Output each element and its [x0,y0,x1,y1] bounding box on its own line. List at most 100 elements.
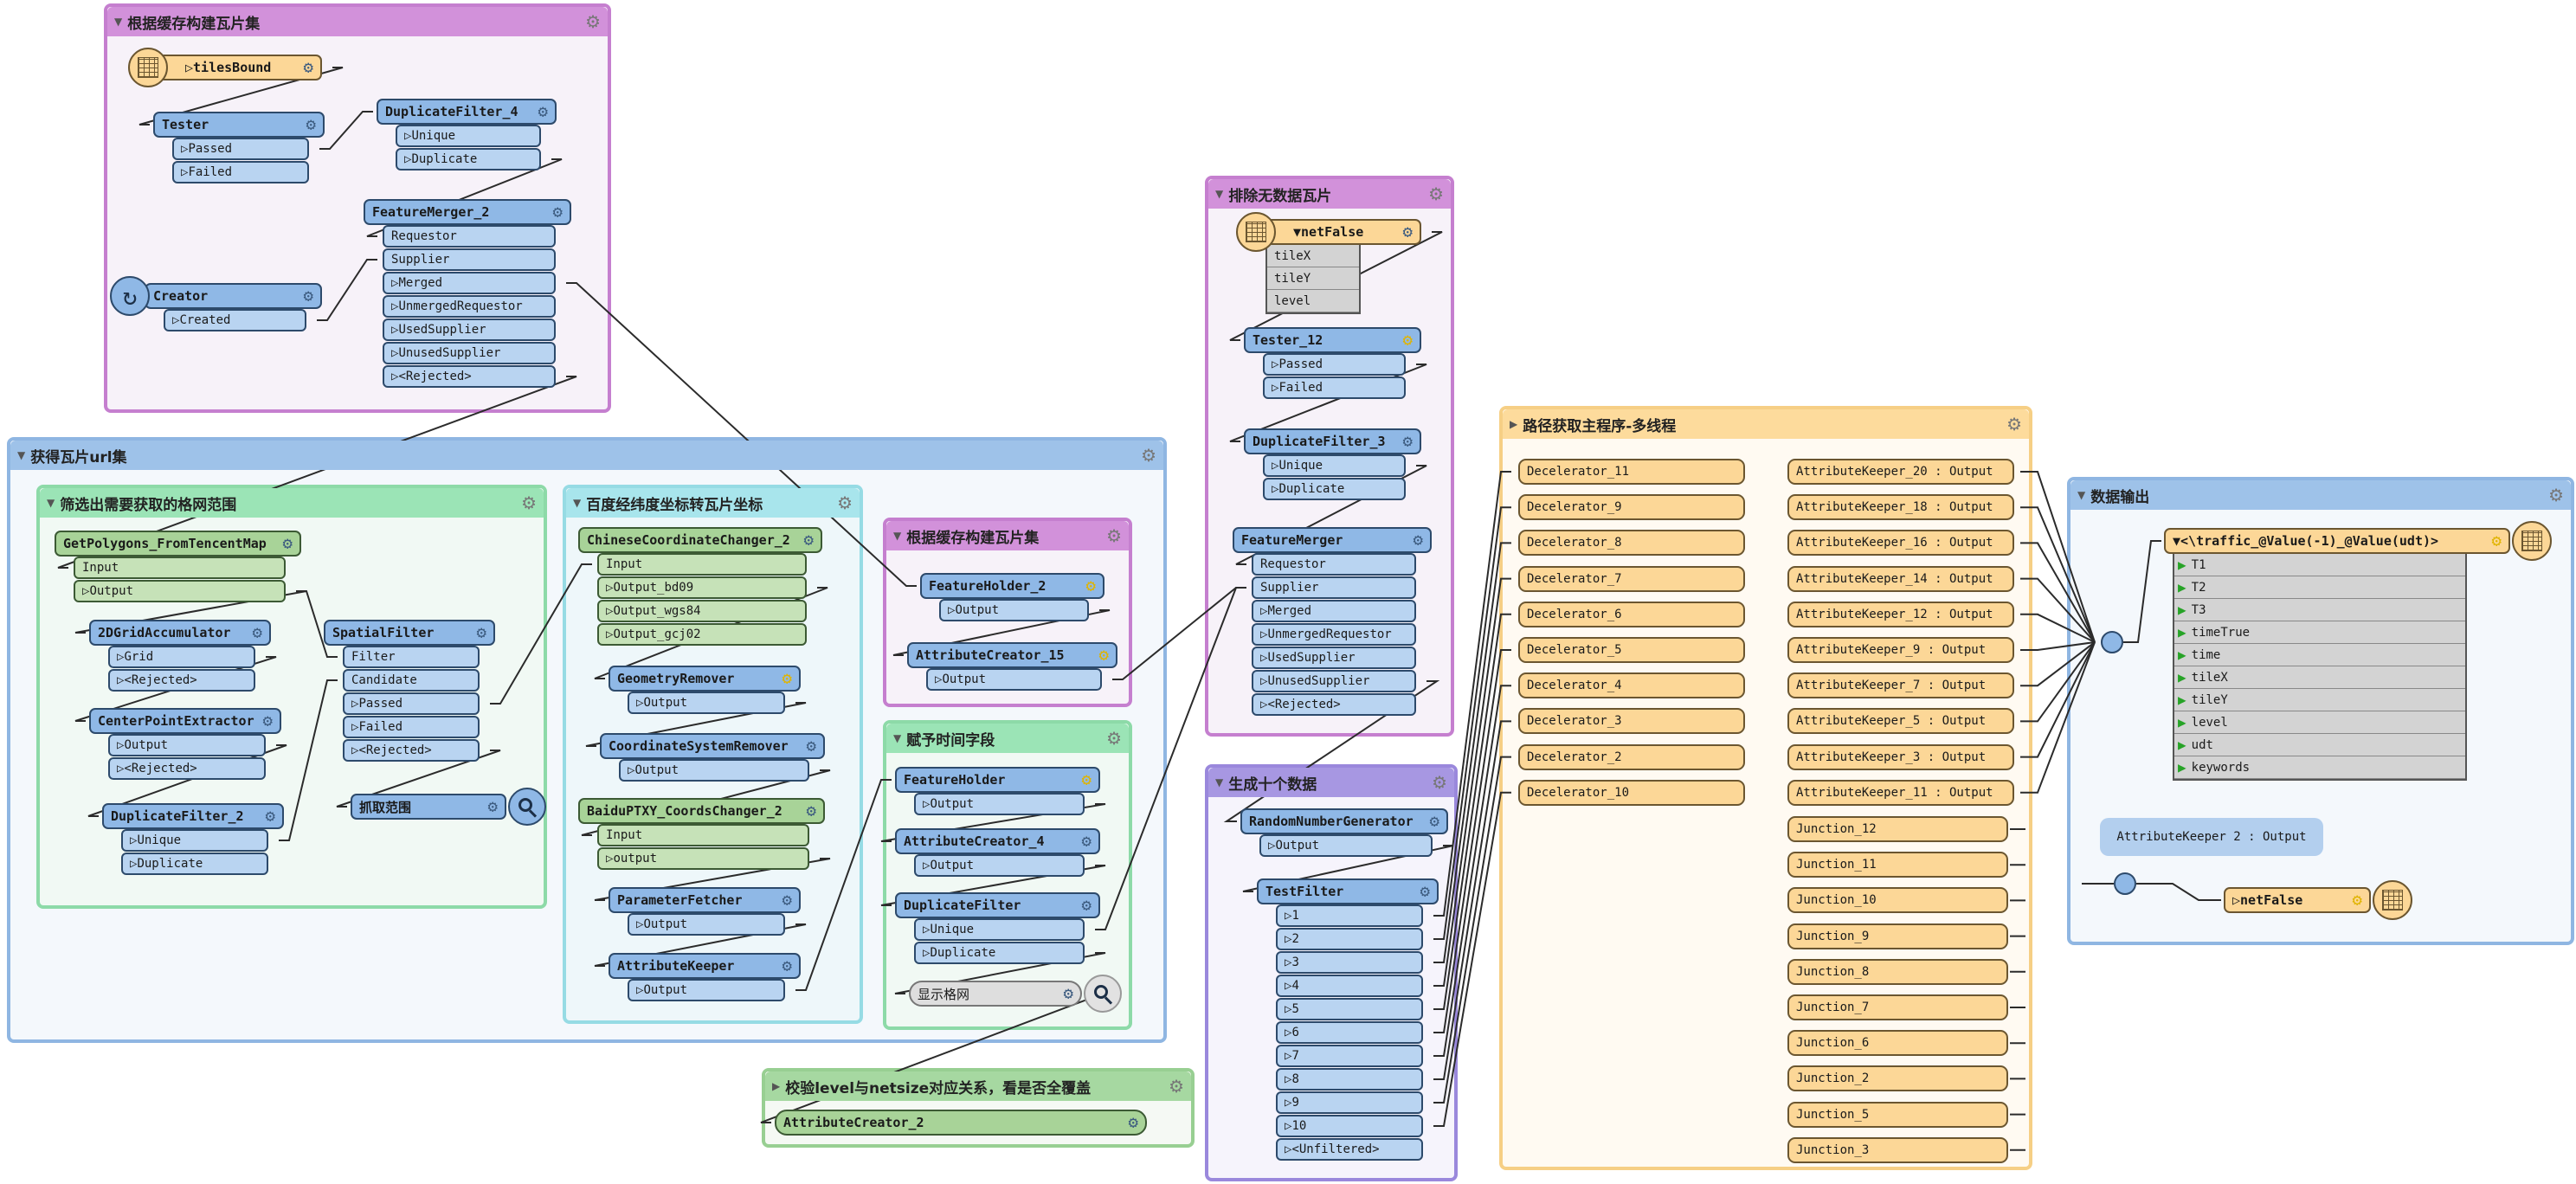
gear-icon[interactable]: ⚙ [1428,183,1444,204]
expand-triangle-icon[interactable]: ▶ [772,1080,781,1092]
transformer-header[interactable]: 抓取范围⚙ [351,794,506,820]
gear-icon[interactable]: ⚙ [1429,812,1439,831]
port-failed[interactable]: ▷ Failed [1263,376,1406,399]
port-grid[interactable]: ▷ Grid [108,646,255,668]
port-output[interactable]: ▷ Output [628,692,785,714]
port-created[interactable]: ▷ Created [164,309,306,331]
gear-icon[interactable]: ⚙ [476,623,486,642]
bookmark-output-attributekeeper-3-output[interactable]: AttributeKeeper_3 : Output [1787,743,2014,770]
port-rejected[interactable]: ▷ <Rejected> [1252,693,1416,716]
port-output-bd09[interactable]: ▷ Output_bd09 [597,576,807,599]
collapse-triangle-icon[interactable]: ▼ [893,530,902,542]
bookmark-input-decelerator-8[interactable]: Decelerator_8 [1518,530,1745,557]
port-output[interactable]: ▷ Output [74,580,286,602]
bookmark-input-decelerator-11[interactable]: Decelerator_11 [1518,459,1745,485]
bookmark-input-decelerator-4[interactable]: Decelerator_4 [1518,672,1745,699]
bookmark-output-attributekeeper-12-output[interactable]: AttributeKeeper_12 : Output [1787,601,2014,627]
port-4[interactable]: ▷ 4 [1276,975,1423,997]
bookmark-input-decelerator-2[interactable]: Decelerator_2 [1518,743,1745,770]
gear-icon[interactable]: ⚙ [1106,525,1122,546]
transformer-header[interactable]: DuplicateFilter_3⚙ [1244,428,1421,454]
collapse-triangle-icon[interactable]: ▼ [573,497,582,509]
transformer-header[interactable]: ▷ tilesBound⚙ [158,55,322,80]
gear-icon[interactable]: ⚙ [782,669,792,688]
port-duplicate[interactable]: ▷ Duplicate [914,942,1085,964]
expand-triangle-icon[interactable]: ▼ [2173,533,2181,549]
gear-icon[interactable]: ⚙ [538,102,548,121]
collapse-triangle-icon[interactable]: ▼ [114,16,123,28]
bookmark-header[interactable]: ▼根据缓存构建瓦片集⚙ [107,7,608,36]
expand-triangle-icon[interactable]: ▶ [1510,418,1518,430]
bookmark-header[interactable]: ▶校验level与netsize对应关系，看是否全覆盖⚙ [765,1071,1191,1101]
gear-icon[interactable]: ⚙ [552,203,563,222]
annotation-balloon[interactable]: AttributeKeeper 2 : Output [2100,818,2323,856]
transformer-header[interactable]: GeometryRemover⚙ [609,666,801,692]
transformer-header[interactable]: SpatialFilter⚙ [324,620,495,646]
port-passed[interactable]: ▷ Passed [1263,353,1406,376]
port-passed[interactable]: ▷ Passed [343,692,480,715]
port-output-gcj02[interactable]: ▷ Output_gcj02 [597,623,807,646]
gear-icon[interactable]: ⚙ [1420,882,1430,901]
gear-icon[interactable]: ⚙ [487,797,498,816]
transformer-header[interactable]: FeatureHolder⚙ [895,767,1100,793]
gear-icon[interactable]: ⚙ [1081,832,1092,851]
junction-junction-3[interactable]: Junction_3 [1787,1136,2008,1163]
gear-icon[interactable]: ⚙ [1141,445,1156,466]
port-output[interactable]: ▷ Output [108,734,266,756]
port-duplicate[interactable]: ▷ Duplicate [121,853,268,875]
bookmark-header[interactable]: ▼排除无数据瓦片⚙ [1208,179,1451,209]
bookmark-output-attributekeeper-9-output[interactable]: AttributeKeeper_9 : Output [1787,637,2014,663]
gear-icon[interactable]: ⚙ [782,956,792,975]
gear-icon[interactable]: ⚙ [1128,1113,1138,1132]
bookmark-input-decelerator-5[interactable]: Decelerator_5 [1518,637,1745,663]
gear-icon[interactable]: ⚙ [2548,485,2564,505]
gear-icon[interactable]: ⚙ [1432,772,1447,793]
collapse-triangle-icon[interactable]: ▼ [1215,776,1224,788]
port-2[interactable]: ▷ 2 [1276,928,1423,950]
bookmark-output-attributekeeper-11-output[interactable]: AttributeKeeper_11 : Output [1787,779,2014,806]
bookmark-output-attributekeeper-16-output[interactable]: AttributeKeeper_16 : Output [1787,530,2014,557]
transformer-header[interactable]: Tester⚙ [153,112,325,138]
gear-icon[interactable]: ⚙ [2352,891,2362,910]
transformer-header[interactable]: FeatureMerger_2⚙ [364,199,571,225]
port-duplicate[interactable]: ▷ Duplicate [1263,478,1406,500]
port-unmergedrequestor[interactable]: ▷ UnmergedRequestor [1252,623,1416,646]
gear-icon[interactable]: ⚙ [262,711,273,730]
expand-triangle-icon[interactable]: ▷ [2232,892,2241,908]
port-unusedsupplier[interactable]: ▷ UnusedSupplier [1252,670,1416,692]
port-candidate[interactable]: Candidate [343,669,480,692]
transformer-header[interactable]: TestFilter⚙ [1257,878,1439,904]
transformer-header[interactable]: DuplicateFilter_2⚙ [102,803,284,829]
gear-icon[interactable]: ⚙ [806,737,816,756]
gear-icon[interactable]: ⚙ [806,801,816,820]
gear-icon[interactable]: ⚙ [1106,728,1122,749]
magnifier-icon[interactable] [1084,975,1122,1013]
gear-icon[interactable]: ⚙ [252,623,262,642]
port-output[interactable]: ▷ Output [926,668,1102,691]
port-unique[interactable]: ▷ Unique [1263,454,1406,477]
bookmark-header[interactable]: ▼百度经纬度坐标转瓦片坐标⚙ [566,488,860,518]
junction-junction-6[interactable]: Junction_6 [1787,1030,2008,1057]
port-unique[interactable]: ▷ Unique [914,918,1085,941]
bookmark-header[interactable]: ▼根据缓存构建瓦片集⚙ [886,521,1129,550]
port-supplier[interactable]: Supplier [1252,576,1416,599]
bookmark-header[interactable]: ▼生成十个数据⚙ [1208,768,1454,797]
transformer-header[interactable]: AttributeCreator_4⚙ [895,828,1100,854]
bookmark-header[interactable]: ▶路径获取主程序-多线程⚙ [1503,409,2029,439]
junction-node[interactable] [2114,872,2136,895]
port-input[interactable]: Input [597,824,809,846]
junction-junction-5[interactable]: Junction_5 [1787,1101,2008,1128]
transformer-header[interactable]: DuplicateFilter⚙ [895,892,1100,918]
port-rejected[interactable]: ▷ <Rejected> [383,365,556,388]
junction-junction-11[interactable]: Junction_11 [1787,852,2008,878]
transformer-header[interactable]: BaiduPTXY_CoordsChanger_2⚙ [578,798,825,824]
gear-icon[interactable]: ⚙ [1085,576,1096,595]
port-merged[interactable]: ▷ Merged [383,272,556,294]
collapse-triangle-icon[interactable]: ▼ [17,449,26,461]
port-duplicate[interactable]: ▷ Duplicate [396,148,541,171]
gear-icon[interactable]: ⚙ [521,492,537,513]
expand-triangle-icon[interactable]: ▼ [1293,224,1302,240]
port-output[interactable]: ▷ Output [628,979,785,1001]
transformer-header[interactable]: ▷ netFalse⚙ [2224,887,2371,913]
port-output[interactable]: ▷ Output [1259,834,1433,857]
